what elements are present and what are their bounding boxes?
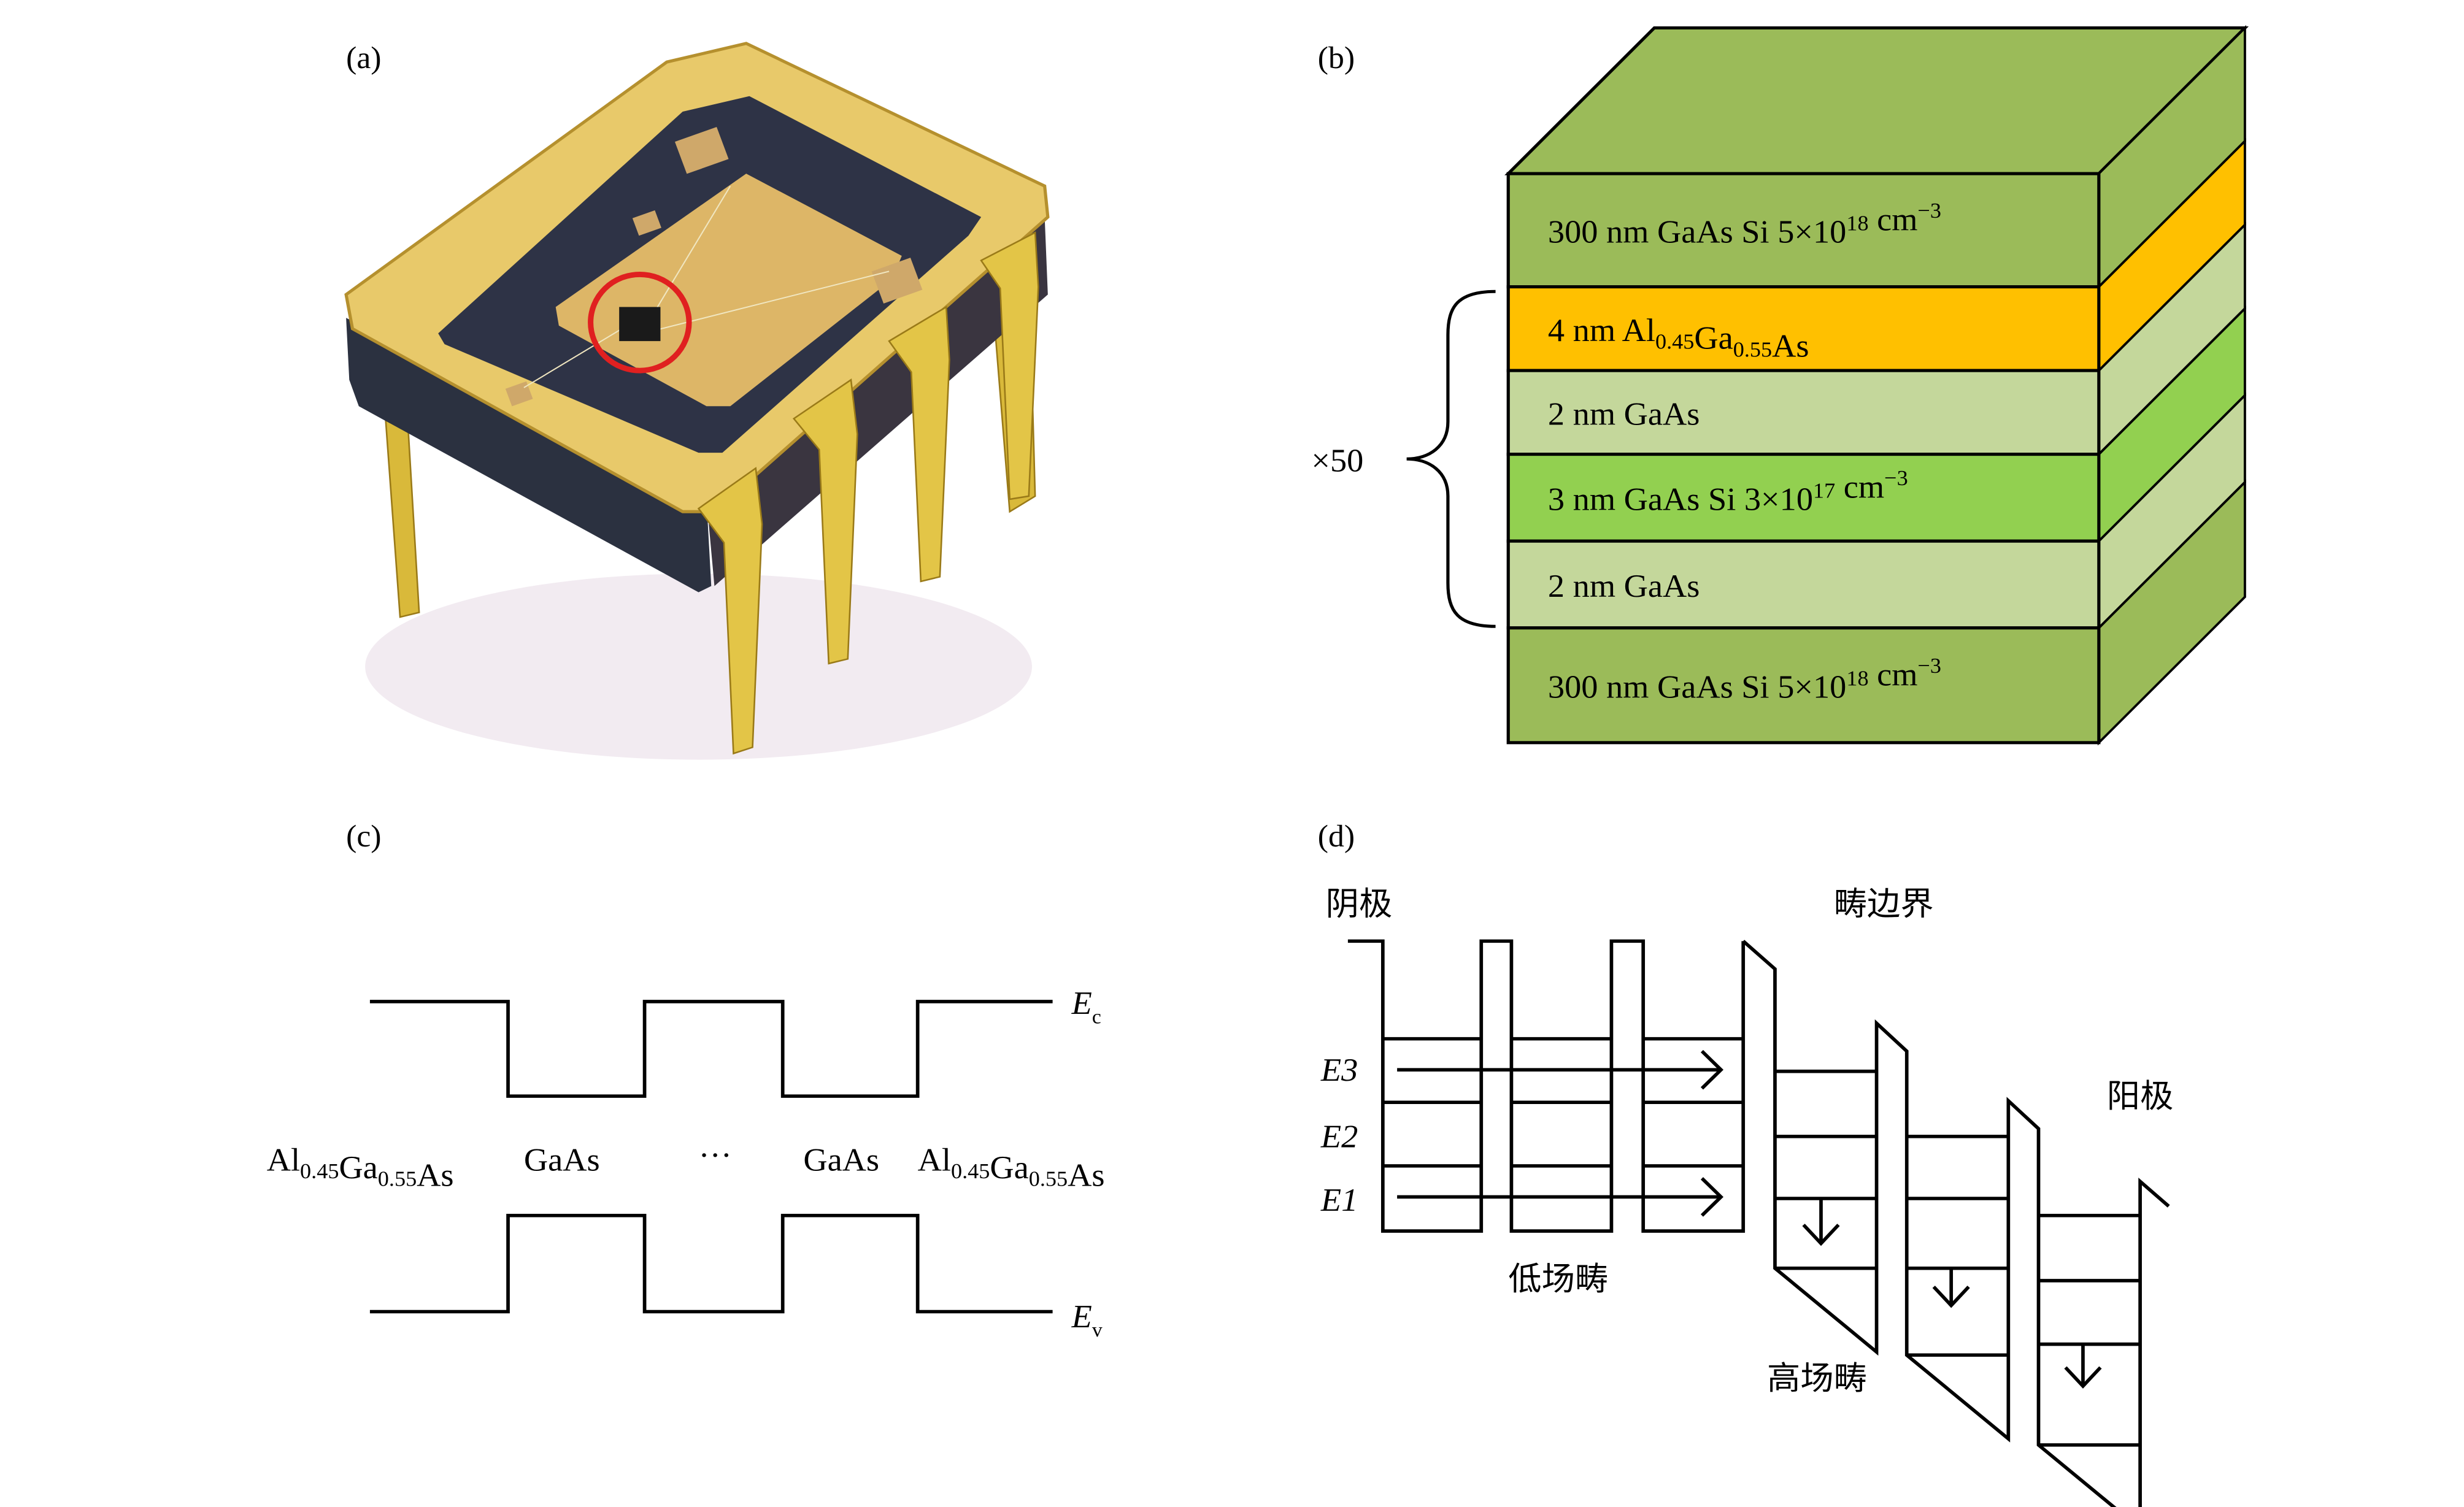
chip-die-pad xyxy=(555,174,902,407)
domain-boundary-label: 畴边界 xyxy=(1834,884,1934,922)
chip-body-side xyxy=(346,318,712,592)
right-material-label: Al0.45Ga0.55As xyxy=(918,1141,1105,1194)
level-e3-label: E3 xyxy=(1320,1051,1358,1087)
bond-pad xyxy=(871,258,923,304)
low-field-domain-label: 低场畴 xyxy=(1508,1260,1608,1298)
anode-label: 阳极 xyxy=(2107,1076,2174,1114)
panel-b-label: (b) xyxy=(1318,41,1355,75)
right-well-label: GaAs xyxy=(803,1141,879,1178)
chip-front-legs xyxy=(697,231,1039,755)
ev-label: Ev xyxy=(1071,1298,1103,1341)
layer-label: 2 nm GaAs xyxy=(1548,568,1700,604)
low-field-profile xyxy=(1347,939,1746,1233)
high-field-subbands xyxy=(1774,1069,2141,1447)
repeat-brace xyxy=(1406,290,1496,628)
ec-label: Ec xyxy=(1071,985,1101,1029)
conduction-band-edge xyxy=(369,1000,1053,1098)
chip-photo xyxy=(344,42,1050,760)
layer-label: 4 nm Al0.45Ga0.55As xyxy=(1548,312,1809,364)
panel-b: (b) 300 nm GaAs Si 5×1018 cm−3 4 nm Al0.4… xyxy=(1311,25,2249,746)
chip-shadow xyxy=(365,573,1032,760)
panel-d-label: (d) xyxy=(1318,819,1355,854)
panel-c-label: (c) xyxy=(346,819,381,854)
layer-front-face xyxy=(1506,172,2101,289)
highlight-circle xyxy=(588,271,692,374)
layer-front-face xyxy=(1506,285,2101,372)
level-e1-label: E1 xyxy=(1320,1182,1358,1218)
bond-pad xyxy=(505,381,533,407)
left-material-label: Al0.45Ga0.55As xyxy=(267,1141,454,1194)
device-die xyxy=(619,307,661,342)
panel-a-label: (a) xyxy=(346,41,381,75)
level-e2-label: E2 xyxy=(1320,1118,1358,1154)
panel-d: (d) 阴极 畴边界 阳极 低场畴 高场畴 E3 E2 E1 xyxy=(1318,819,2174,1507)
bond-pad xyxy=(674,126,729,174)
layer-stack: 300 nm GaAs Si 5×1018 cm−3 4 nm Al0.45Ga0… xyxy=(1504,25,2249,746)
ellipsis: ··· xyxy=(699,1137,732,1173)
panel-c: (c) Ec Ev Al0.45Ga0.55As GaAs ··· GaAs A… xyxy=(267,819,1105,1341)
bond-wires xyxy=(523,185,890,388)
layer-front-face xyxy=(1506,369,2101,456)
relaxation-arrows xyxy=(1802,1198,2102,1389)
low-field-subbands xyxy=(1382,1037,1744,1168)
layer-label: 3 nm GaAs Si 3×1017 cm−3 xyxy=(1548,466,1908,518)
layer-label: 300 nm GaAs Si 5×1018 cm−3 xyxy=(1548,199,1941,250)
tunneling-arrow-e1 xyxy=(1397,1177,1724,1217)
layer-label: 2 nm GaAs xyxy=(1548,396,1700,432)
left-well-label: GaAs xyxy=(524,1141,600,1178)
high-field-domain-label: 高场畴 xyxy=(1767,1359,1867,1397)
tunneling-arrow-e3 xyxy=(1397,1049,1724,1090)
layer-label: 300 nm GaAs Si 5×1018 cm−3 xyxy=(1548,653,1941,705)
chip-body-front xyxy=(706,217,1048,586)
repeat-count: ×50 xyxy=(1311,442,1363,478)
valence-band-edge xyxy=(369,1213,1053,1314)
layer-front-face xyxy=(1506,539,2101,630)
layer-front-face xyxy=(1506,626,2101,745)
cathode-label: 阴极 xyxy=(1326,884,1393,922)
panel-a: (a) xyxy=(344,41,1050,760)
high-field-profile xyxy=(1742,940,2170,1507)
bond-pad xyxy=(632,210,661,236)
